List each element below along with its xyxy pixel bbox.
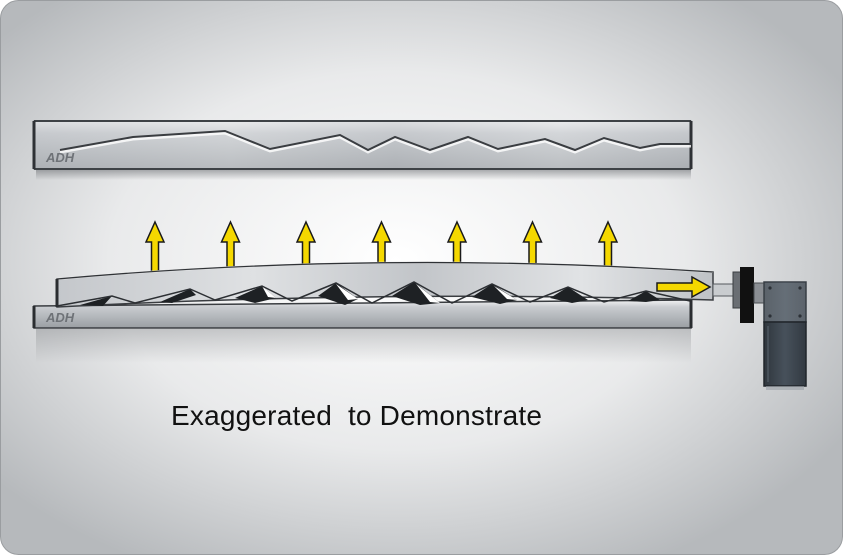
top-bar-groove [59,129,691,152]
lower-bar-groove [56,281,691,307]
actuator [712,267,807,390]
top-bar: ADH [32,120,693,180]
actuator-rod [712,283,736,297]
actuator-body [763,321,807,387]
wedge-gaps [80,282,660,306]
bottom-bar-assembly: ADH [32,261,714,363]
actuator-plate [740,267,754,323]
caption: Exaggerated to Demonstrate [171,400,543,431]
top-bar-logo: ADH [45,150,75,165]
top-bar-groove-highlight [59,131,691,154]
bottom-bar-logo: ADH [45,310,75,325]
top-bar-shadow [36,170,691,180]
push-arrow [656,275,712,299]
bottom-bar-shadow [36,329,691,363]
